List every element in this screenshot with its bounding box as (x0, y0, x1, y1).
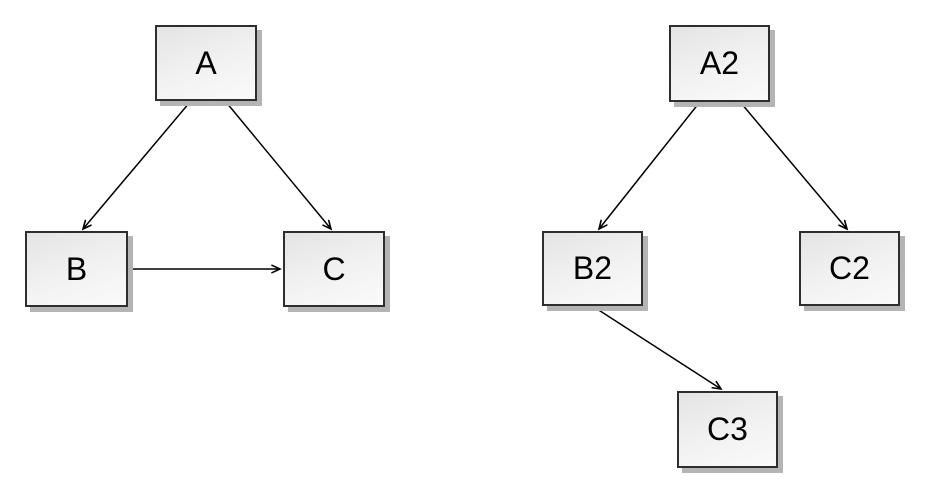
node-C2[interactable]: C2 (799, 231, 900, 306)
node-B[interactable]: B (25, 231, 128, 307)
node-label: C (322, 250, 346, 287)
edge-A2-to-B2 (597, 102, 700, 231)
edge-A-to-C (225, 101, 333, 231)
edge-group (81, 101, 849, 391)
node-C3[interactable]: C3 (677, 391, 778, 468)
edge-A2-to-C2 (740, 102, 849, 231)
edge-B2-to-C3 (593, 306, 723, 391)
node-label: A (195, 44, 217, 81)
node-label: B2 (572, 250, 613, 286)
node-A[interactable]: A (155, 25, 257, 101)
node-C[interactable]: C (283, 231, 385, 307)
node-B2[interactable]: B2 (542, 231, 643, 306)
edge-A-to-B (81, 101, 191, 231)
node-label: B (65, 250, 88, 287)
node-label: C2 (829, 250, 870, 286)
node-label: A2 (699, 45, 740, 81)
node-A2[interactable]: A2 (669, 25, 770, 102)
node-label: C3 (707, 411, 748, 447)
